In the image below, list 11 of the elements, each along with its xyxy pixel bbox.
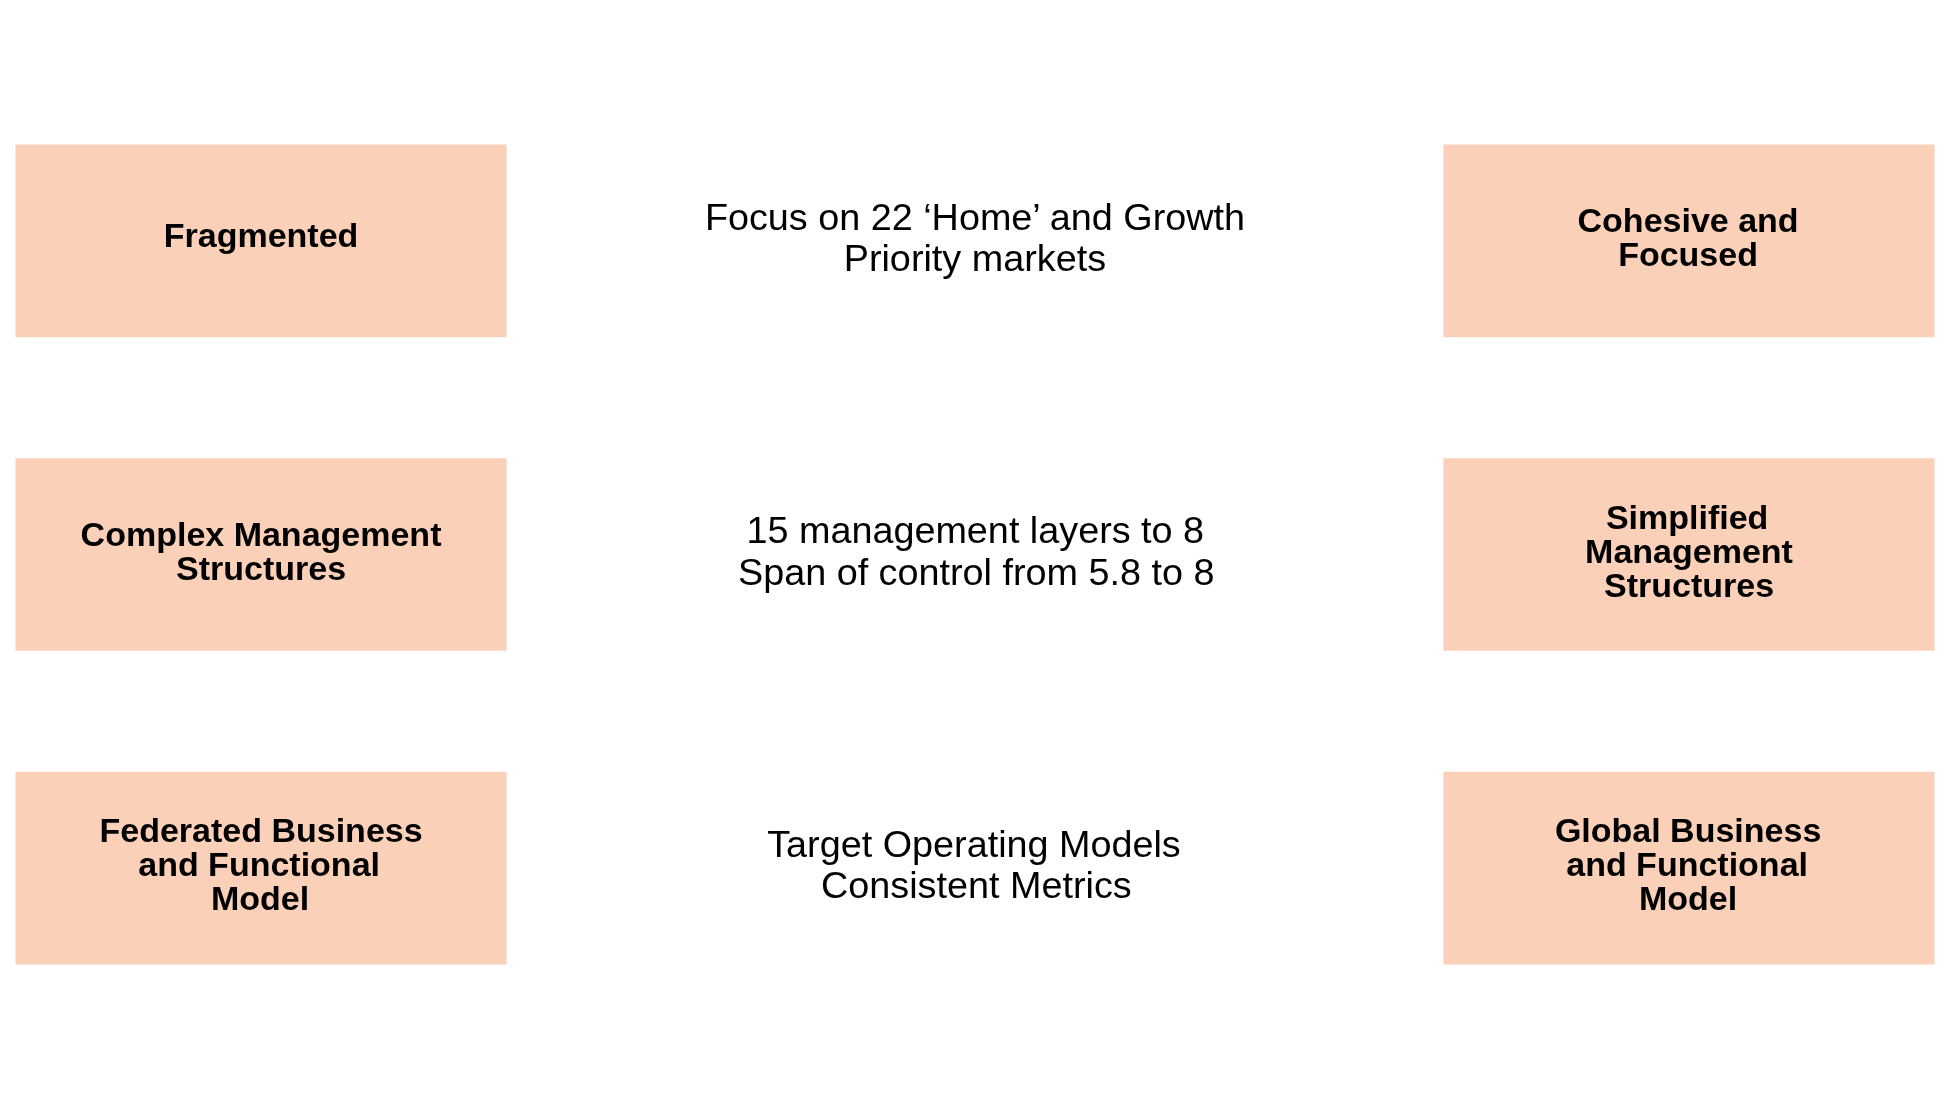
node-box: Cohesive and Focused [1443,144,1935,338]
node-box: Global Business and Functional Model [1443,771,1935,965]
node-box: Simplified Management Structures [1443,458,1935,651]
label: Span of control from 5.8 to 8 [737,550,1215,593]
node-box: Federated Business and Functional Model [15,771,507,965]
label: Focus on 22 ‘Home’ and Growth Priority markets [704,195,1246,280]
node-box: Fragmented [15,144,507,338]
label: 15 management layers to 8 [746,509,1205,552]
label: Consistent Metrics [821,864,1132,907]
node-box: Complex Management Structures [15,458,507,651]
label: Target Operating Models [767,822,1181,865]
